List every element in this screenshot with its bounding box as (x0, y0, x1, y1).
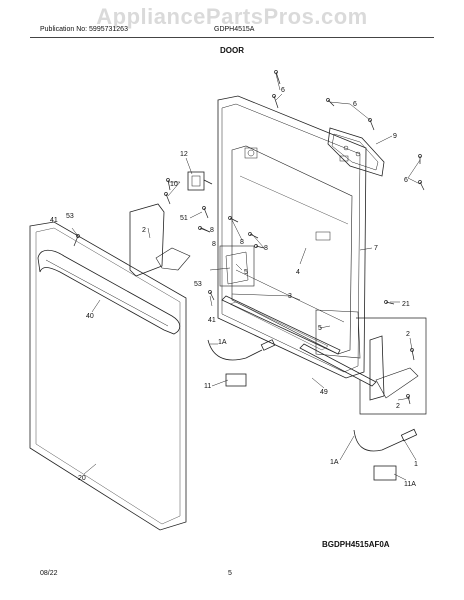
switch-harness-right (353, 428, 418, 481)
watermark: AppliancePartsPros.com (96, 4, 368, 29)
seal-strips (221, 295, 377, 387)
callout-53b: 53 (194, 281, 202, 288)
callout-10: 10 (170, 181, 178, 188)
callout-8c: 8 (264, 245, 268, 252)
callout-11: 11 (204, 383, 211, 390)
callout-21: 21 (402, 301, 410, 308)
callout-1: 1 (414, 461, 418, 468)
hinge-assembly-right (315, 309, 427, 415)
outer-door-panel (29, 221, 187, 531)
header-rule (30, 37, 434, 38)
callout-8b: 8 (240, 239, 244, 246)
callout-8a: 8 (210, 227, 214, 234)
diagram-code: BGDPH4515AF0A (322, 540, 390, 549)
callout-6a: 6 (281, 87, 285, 94)
switch-harness-left (207, 339, 276, 387)
callout-6c: 6 (404, 177, 408, 184)
section-title: DOOR (220, 46, 244, 55)
publication-number: Publication No: 5995731263 (40, 26, 128, 33)
callout-5b: 5 (318, 325, 322, 332)
callout-11a: 11A (404, 481, 416, 488)
callout-3: 3 (288, 293, 292, 300)
callout-1a-b: 1A (330, 459, 339, 466)
footer-date: 08/22 (40, 570, 58, 577)
callout-6b: 6 (353, 101, 357, 108)
screws (73, 70, 425, 405)
callout-53: 53 (66, 213, 74, 220)
leader-lines (71, 73, 421, 481)
callout-8d: 8 (212, 241, 216, 248)
hinge-assembly-left (129, 203, 255, 287)
model-number: GDPH4515A (214, 26, 255, 33)
callout-2b: 2 (406, 331, 410, 338)
callout-1a: 1A (218, 339, 227, 346)
callout-2a: 2 (142, 227, 146, 234)
door-handle (37, 249, 181, 335)
callout-41a: 41 (50, 217, 58, 224)
callout-5a: 5 (244, 269, 248, 276)
callout-9: 9 (393, 133, 397, 140)
callout-20: 20 (78, 475, 86, 482)
callout-2c: 2 (396, 403, 400, 410)
callout-4: 4 (296, 269, 300, 276)
callout-7: 7 (374, 245, 378, 252)
callout-12: 12 (180, 151, 188, 158)
control-board (327, 127, 385, 177)
door-latch (187, 171, 213, 191)
callout-40: 40 (86, 313, 94, 320)
callout-51: 51 (180, 215, 188, 222)
inner-door-panel (217, 95, 367, 379)
callout-41b: 41 (208, 317, 216, 324)
callout-49: 49 (320, 389, 328, 396)
page-number: 5 (228, 570, 232, 577)
